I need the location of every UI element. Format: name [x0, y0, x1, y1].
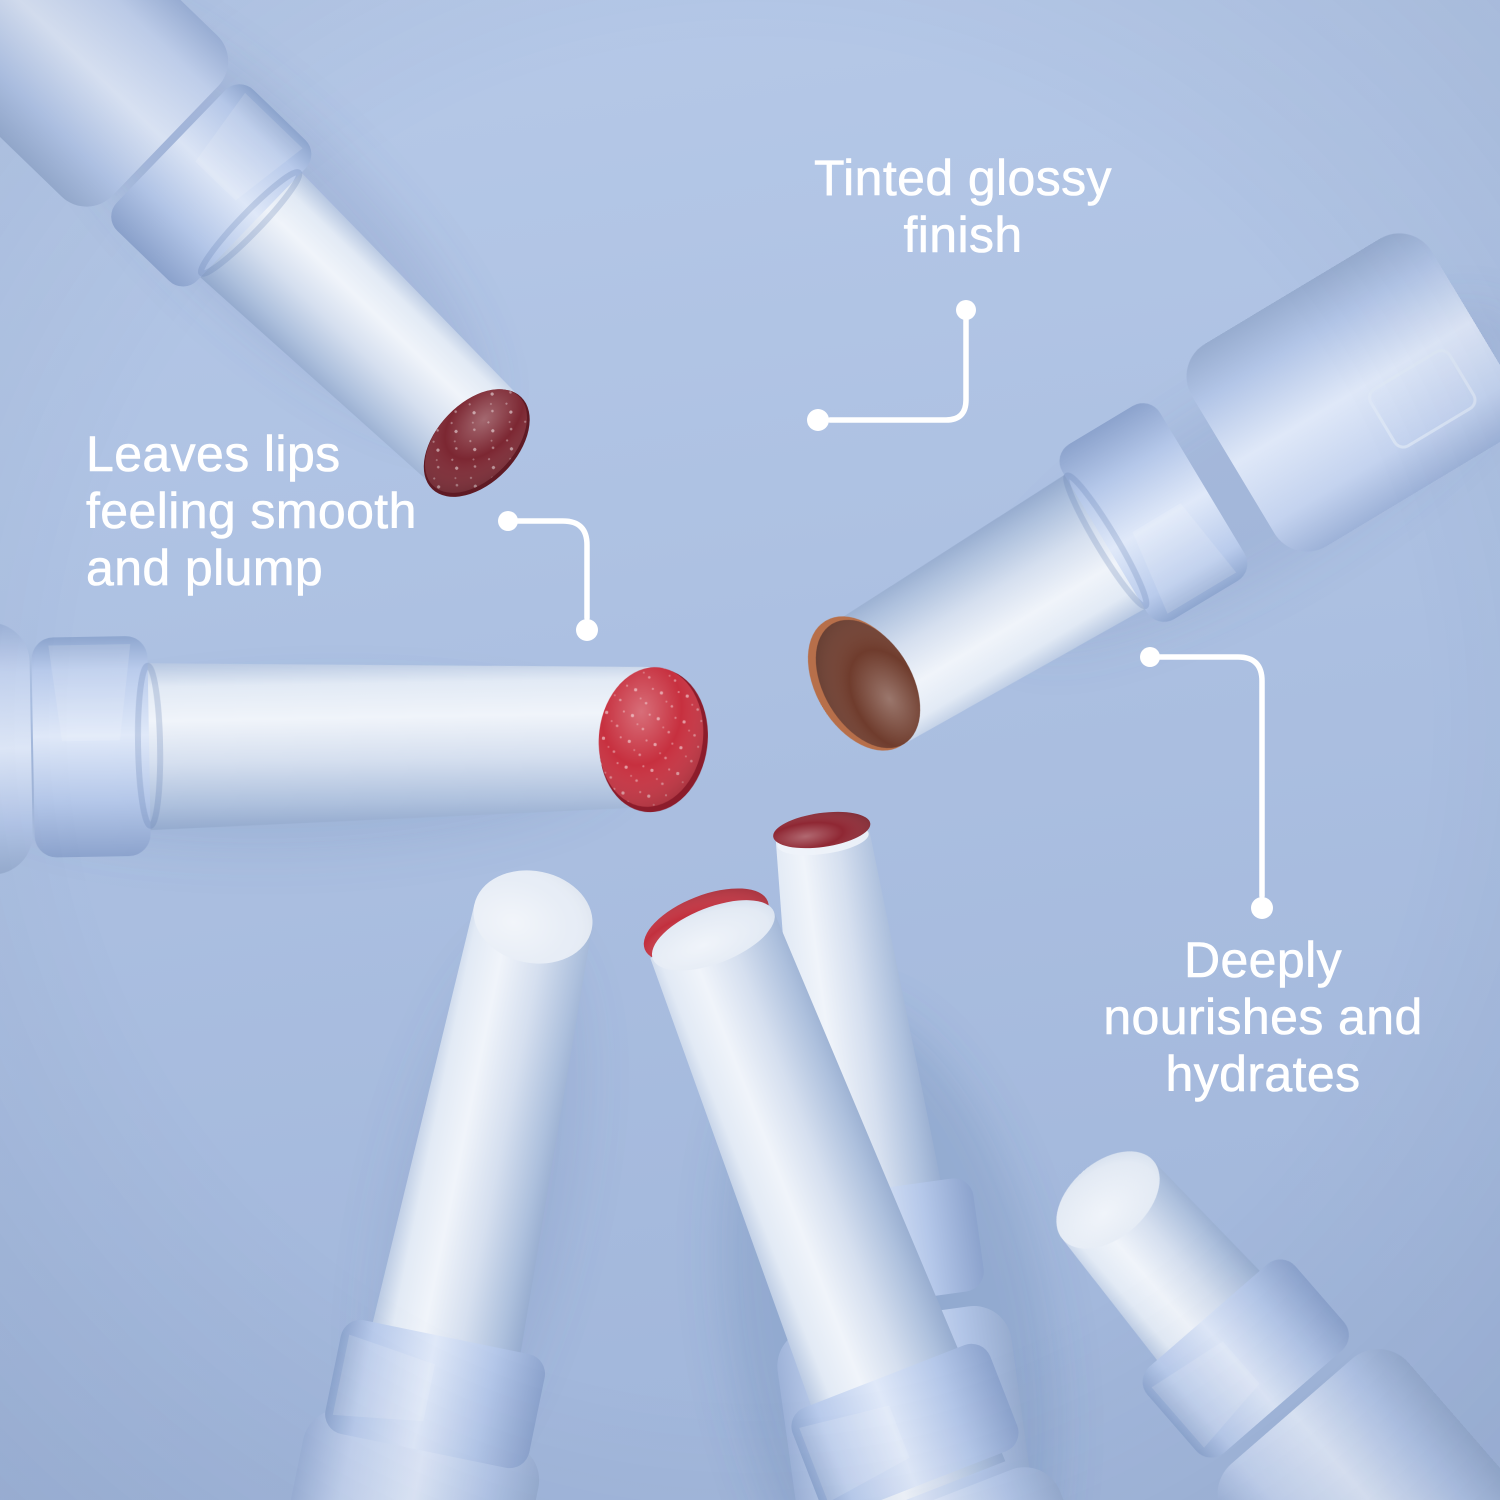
callout-connector-left — [498, 511, 598, 641]
connector-dot — [1140, 647, 1160, 667]
connector-dot — [576, 619, 598, 641]
connector-dot — [1251, 897, 1273, 919]
callout-right-line-2: nourishes and — [1103, 989, 1423, 1046]
callout-left-line-2: feeling smooth — [86, 483, 417, 540]
connector-dot — [498, 511, 518, 531]
connector-dot — [807, 409, 829, 431]
callout-top-line-2: finish — [903, 207, 1023, 264]
callout-top: Tinted glossy finish — [663, 150, 1263, 264]
connector-line — [827, 309, 969, 423]
callout-right: Deeply nourishes and hydrates — [993, 932, 1500, 1103]
connector-dot — [956, 300, 976, 320]
callout-left-line-3: and plump — [86, 540, 324, 597]
connector-line — [507, 518, 590, 621]
callout-right-line-1: Deeply — [1183, 932, 1343, 989]
callout-right-line-3: hydrates — [1165, 1046, 1361, 1103]
callout-left: Leaves lips feeling smooth and plump — [86, 426, 626, 597]
callout-connector-right — [1140, 647, 1273, 919]
callout-top-line-1: Tinted glossy — [814, 150, 1112, 207]
connector-line — [1149, 654, 1265, 899]
callout-left-line-1: Leaves lips — [86, 426, 341, 483]
callout-connector-top — [807, 300, 976, 431]
